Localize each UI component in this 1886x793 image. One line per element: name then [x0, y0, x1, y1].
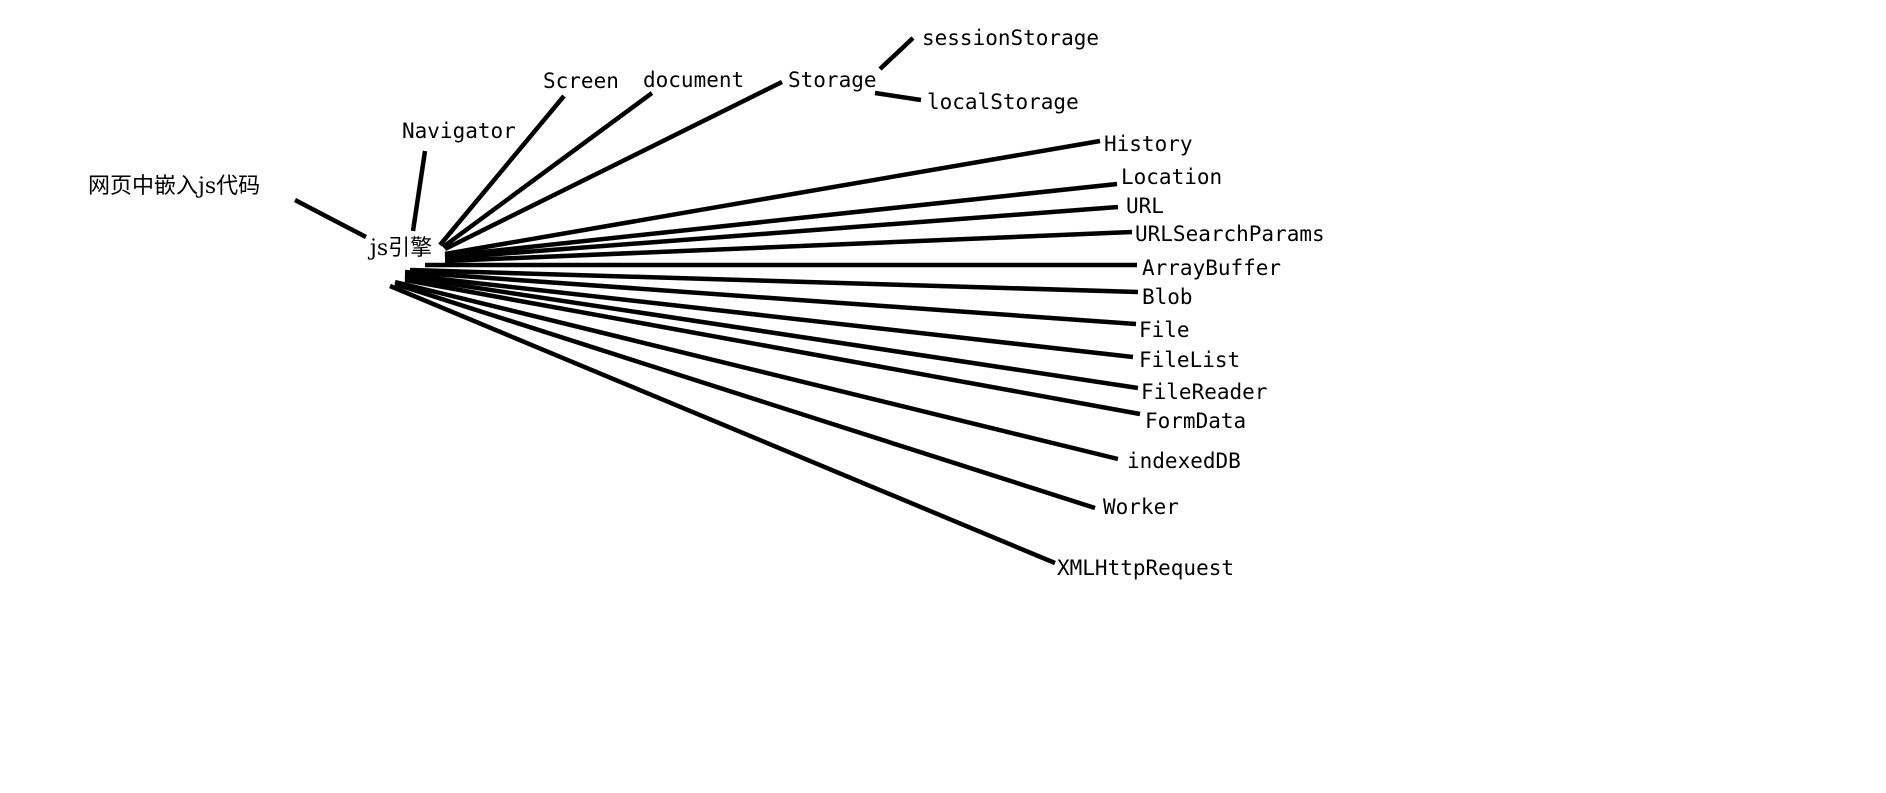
edge-engine-storage [444, 79, 783, 252]
edge-engine-url [444, 204, 1119, 261]
node-arraybuffer: ArrayBuffer [1142, 256, 1282, 280]
node-url: URL [1126, 194, 1164, 218]
edge-engine-urlsearchparams [444, 229, 1133, 264]
edge-engine-filelist [404, 272, 1134, 360]
edge-engine-file [404, 269, 1137, 327]
node-filereader: FileReader [1141, 380, 1268, 404]
edge-engine-document [441, 91, 654, 249]
node-localstorage: localStorage [927, 90, 1079, 114]
edge-source-engine [293, 198, 368, 239]
edge-engine-location [444, 181, 1118, 259]
edge-engine-xmlhttprequest [389, 283, 1056, 566]
node-history: History [1104, 132, 1193, 156]
node-location: Location [1121, 165, 1223, 189]
edge-engine-formdata [404, 277, 1141, 417]
edge-engine-indexeddb [394, 279, 1119, 462]
node-sessionstorage: sessionStorage [922, 26, 1100, 50]
edge-engine-navigator [410, 150, 428, 232]
node-xmlhttprequest: XMLHttpRequest [1057, 556, 1235, 580]
node-filelist: FileList [1139, 348, 1241, 372]
edge-engine-filereader [404, 274, 1139, 391]
edge-engine-screen [438, 94, 566, 247]
engine-label: js引擎 [370, 236, 433, 261]
node-file: File [1139, 318, 1190, 342]
node-blob: Blob [1142, 285, 1193, 309]
node-worker: Worker [1103, 495, 1179, 519]
node-screen: Screen [543, 69, 619, 93]
source-label: 网页中嵌入js代码 [88, 174, 261, 199]
edge-engine-worker [394, 281, 1096, 511]
node-document: document [643, 68, 745, 92]
edge-engine-blob [409, 267, 1139, 295]
node-storage: Storage [788, 68, 877, 92]
edge-engine-history [444, 138, 1101, 257]
edge-storage-localstorage [874, 90, 922, 103]
node-formdata: FormData [1145, 409, 1247, 433]
node-navigator: Navigator [402, 119, 516, 143]
edge-storage-sessionstorage [878, 36, 915, 71]
node-indexeddb: indexedDB [1127, 449, 1241, 473]
node-urlsearchparams: URLSearchParams [1135, 222, 1325, 246]
